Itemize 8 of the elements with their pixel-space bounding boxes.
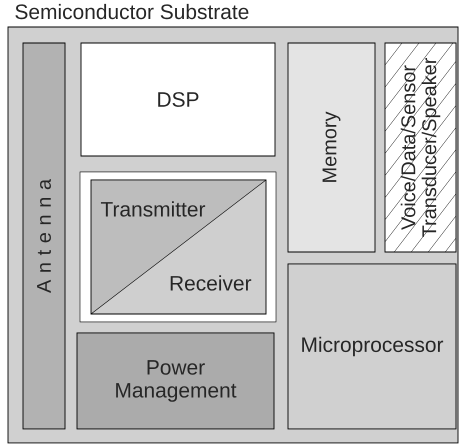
split-box: Transmitter Receiver [80,172,276,322]
block-box: Memory [288,42,376,252]
block-box: Microprocessor [288,264,456,430]
block-box: DSP [80,42,276,156]
antenna-strip: A n t e n n a [22,42,66,430]
hatched-box: Voice/Data/Sensor Transducer/Speaker [384,42,456,252]
block-box: Power Management [76,332,274,430]
node-label: Semiconductor Substrate [15,4,248,20]
